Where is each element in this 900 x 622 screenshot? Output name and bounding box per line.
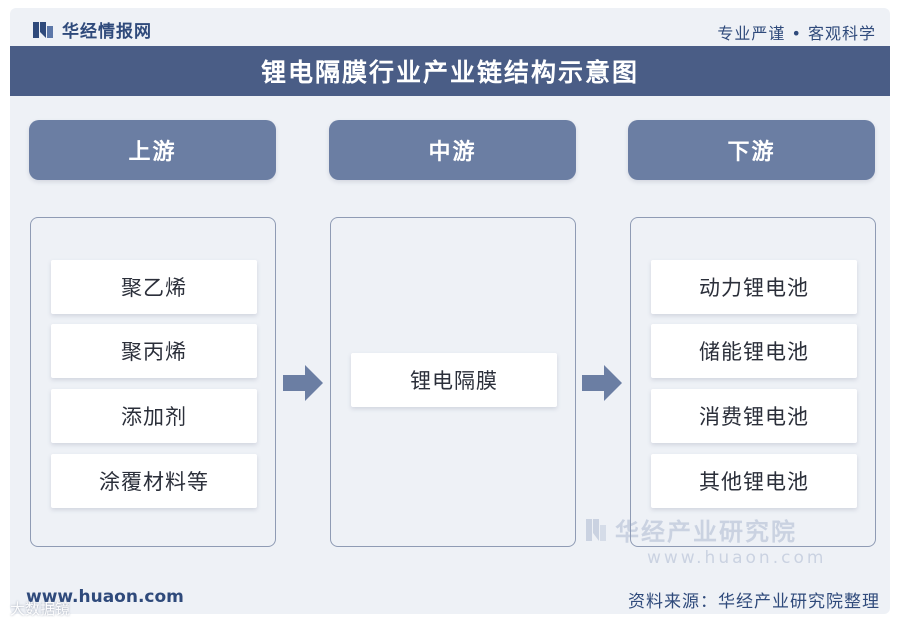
stage-label: 中游 xyxy=(428,140,477,165)
watermark: 华经产业研究院 www.huaon.com xyxy=(585,512,855,572)
downstream-item: 动力锂电池 xyxy=(651,260,857,314)
watermark-name: 华经产业研究院 xyxy=(615,518,797,546)
arrow-right-icon xyxy=(580,361,624,405)
motto: 专业严谨 • 客观科学 xyxy=(717,24,876,43)
stage-header-downstream: 下游 xyxy=(628,120,875,180)
top-bar: 华经情报网 专业严谨 • 客观科学 xyxy=(10,8,890,46)
upstream-item: 涂覆材料等 xyxy=(51,454,257,508)
downstream-item: 其他锂电池 xyxy=(651,454,857,508)
upstream-item: 聚乙烯 xyxy=(51,260,257,314)
stage-label: 上游 xyxy=(128,140,177,165)
title-band: 锂电隔膜行业产业链结构示意图 xyxy=(10,46,890,96)
brand-name: 华经情报网 xyxy=(62,22,152,42)
downstream-item: 储能锂电池 xyxy=(651,324,857,378)
downstream-item: 消费锂电池 xyxy=(651,389,857,443)
brand-logo-icon xyxy=(32,20,54,40)
diagram-title: 锂电隔膜行业产业链结构示意图 xyxy=(260,58,639,87)
upstream-item: 添加剂 xyxy=(51,389,257,443)
footer-source: 资料来源：华经产业研究院整理 xyxy=(628,592,880,612)
upstream-item: 聚丙烯 xyxy=(51,324,257,378)
watermark-logo-icon xyxy=(585,516,607,544)
upstream-panel: 聚乙烯 聚丙烯 添加剂 涂覆材料等 xyxy=(30,217,276,547)
watermark-url: www.huaon.com xyxy=(647,548,827,568)
midstream-panel: 锂电隔膜 xyxy=(330,217,576,547)
brand: 华经情报网 xyxy=(32,17,152,42)
stage-header-midstream: 中游 xyxy=(329,120,576,180)
corner-watermark: 大数据镜 xyxy=(10,600,71,618)
footer-url: www.huaon.com xyxy=(26,587,184,607)
stage-header-upstream: 上游 xyxy=(29,120,276,180)
stage-label: 下游 xyxy=(727,140,776,165)
midstream-item: 锂电隔膜 xyxy=(351,353,557,407)
arrow-right-icon xyxy=(281,361,325,405)
downstream-panel: 动力锂电池 储能锂电池 消费锂电池 其他锂电池 xyxy=(630,217,876,547)
